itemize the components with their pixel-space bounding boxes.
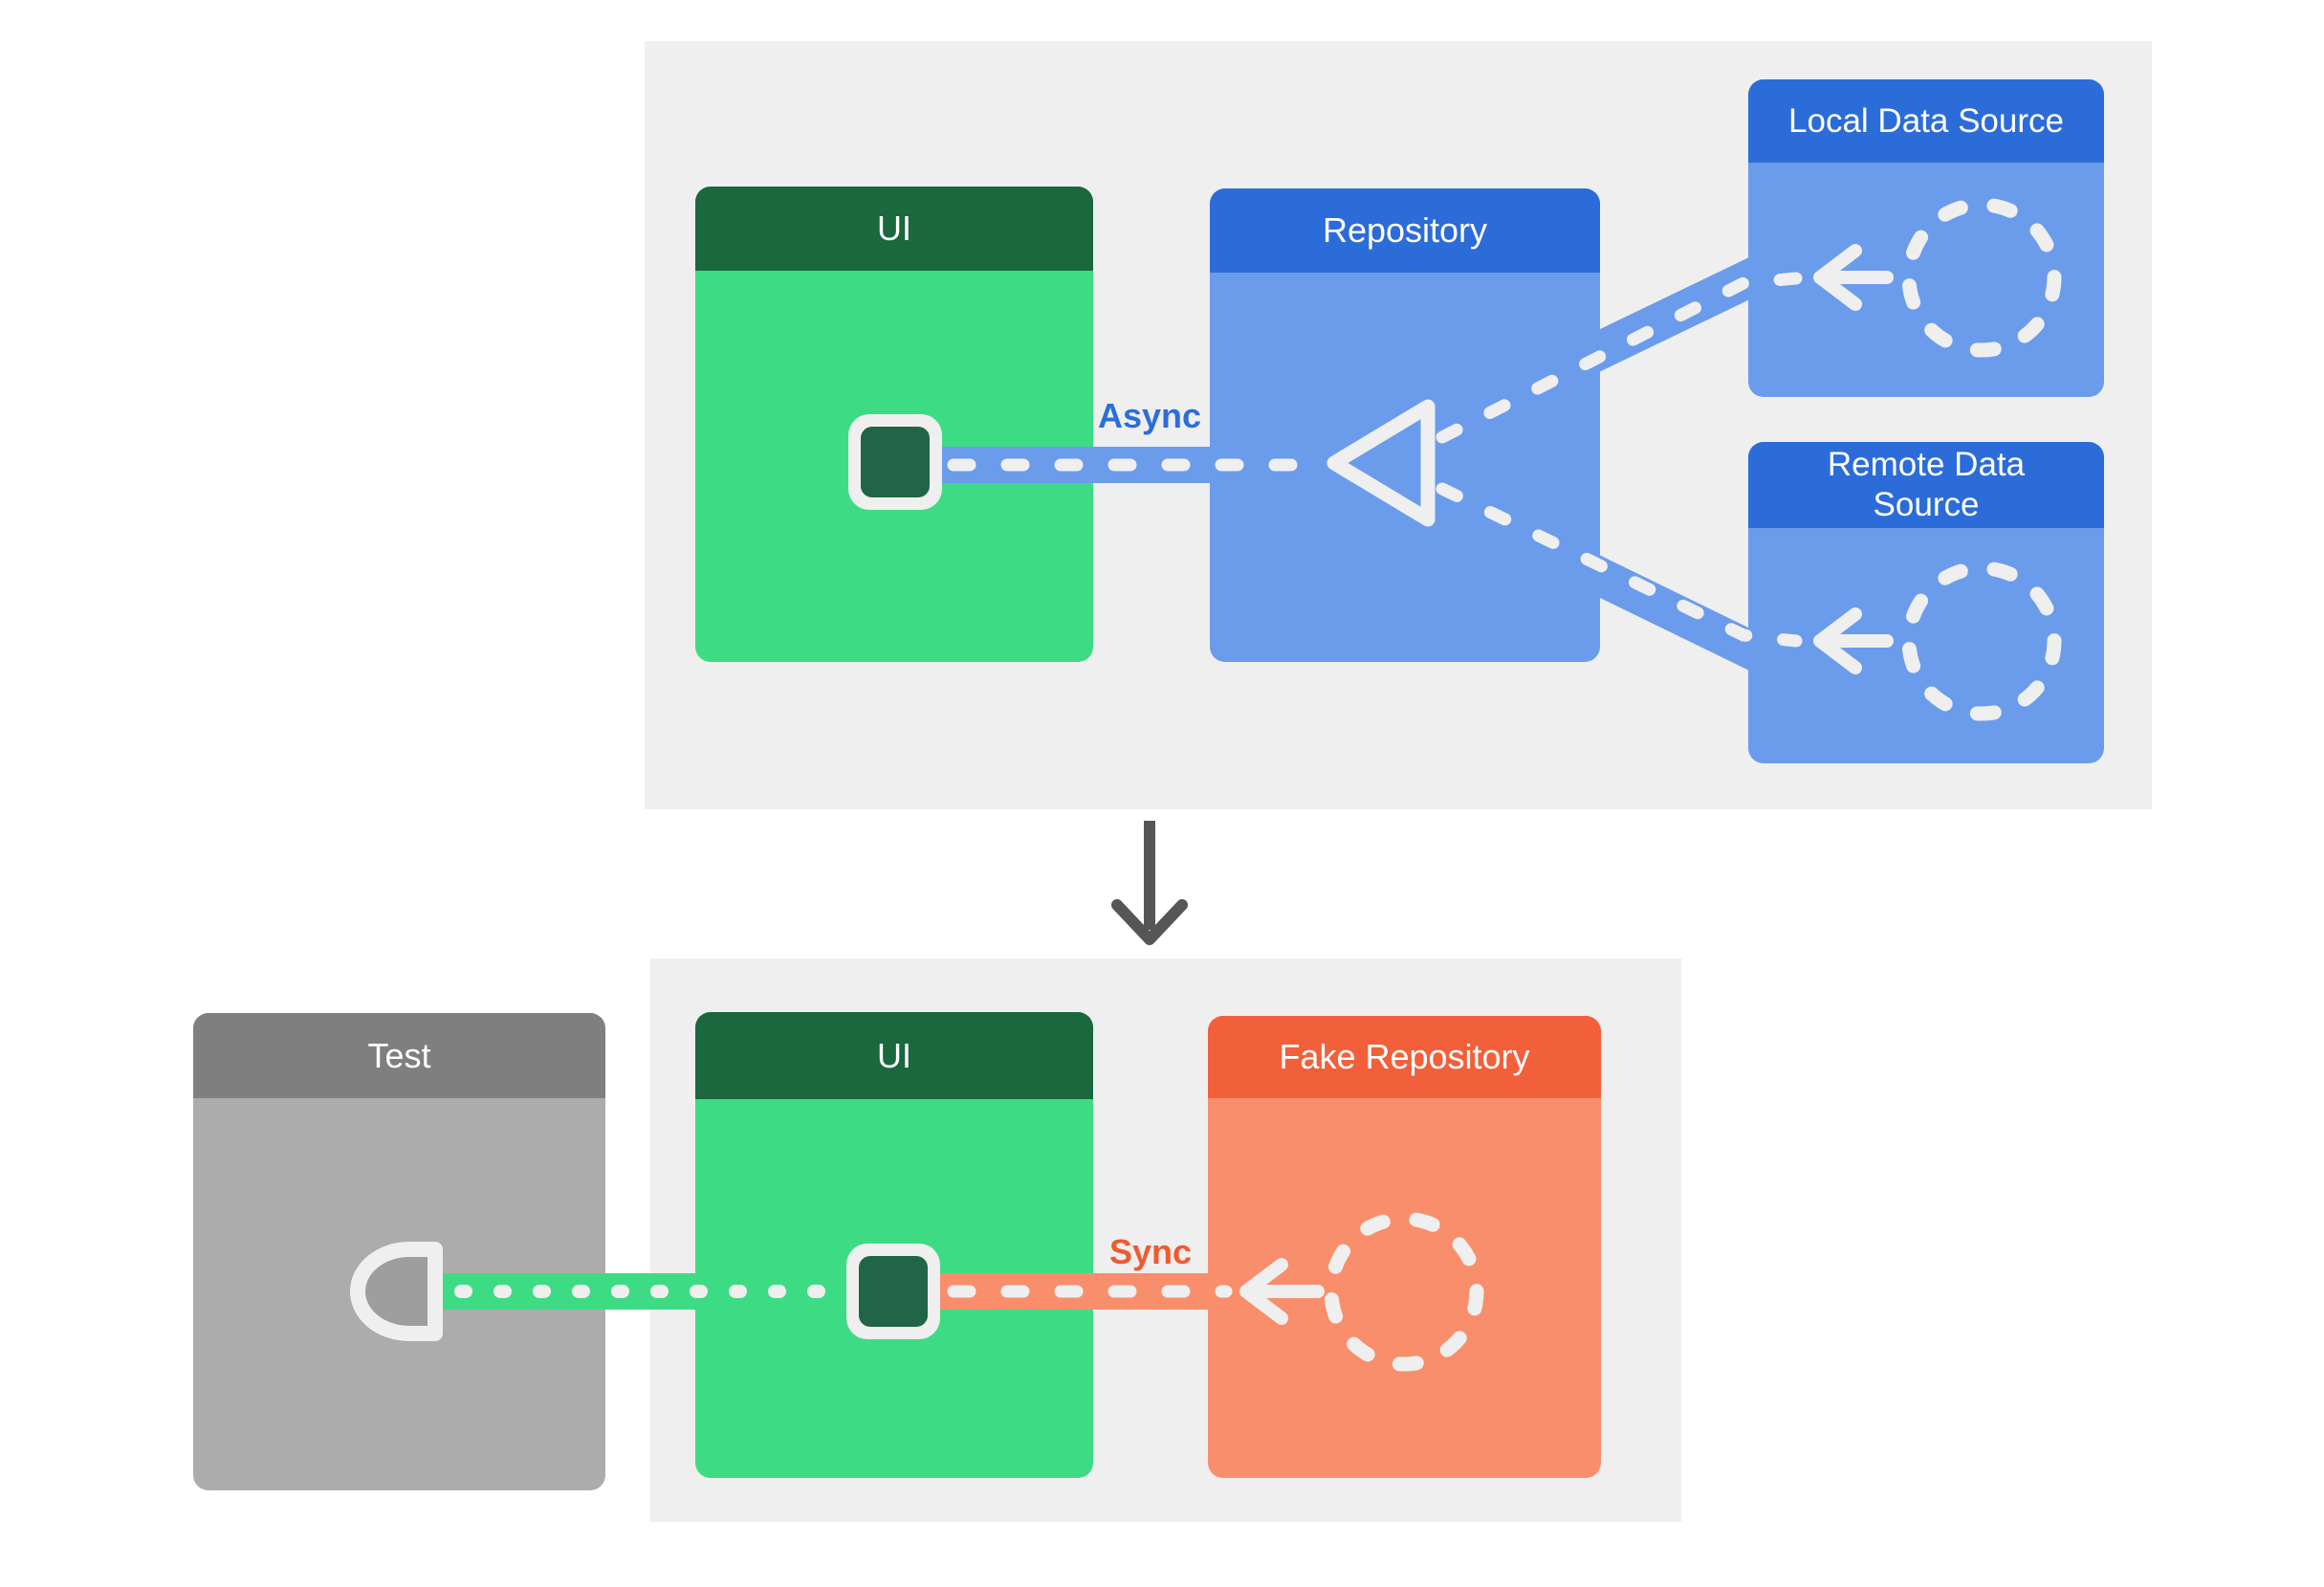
remote-data-source-box: Remote Data Source [1748,442,2104,763]
local-data-source-box: Local Data Source [1748,79,2104,397]
test-box: Test [193,1013,605,1490]
remote-data-source-title: Remote Data Source [1827,446,2026,523]
repository-box-header: Repository [1210,188,1600,273]
down-arrow-icon [1111,821,1188,945]
ui-box-header: UI [695,187,1093,271]
fake-repository-header: Fake Repository [1208,1016,1601,1098]
repository-box-title: Repository [1322,210,1488,251]
remote-data-source-header: Remote Data Source [1748,442,2104,528]
local-data-source-title: Local Data Source [1788,101,2064,140]
ui-box-title: UI [877,209,911,249]
ui-box-test-header: UI [695,1012,1093,1099]
test-box-header: Test [193,1013,605,1098]
fake-repository-box: Fake Repository [1208,1016,1601,1478]
repository-box: Repository [1210,188,1600,662]
ui-box-production: UI [695,187,1093,662]
local-data-source-header: Local Data Source [1748,79,2104,163]
ui-box-test: UI [695,1012,1093,1478]
fake-repository-title: Fake Repository [1279,1037,1530,1077]
ui-box-test-title: UI [877,1035,911,1075]
test-box-title: Test [367,1035,431,1075]
sync-label: Sync [1108,1232,1193,1271]
async-label: Async [1097,396,1202,435]
